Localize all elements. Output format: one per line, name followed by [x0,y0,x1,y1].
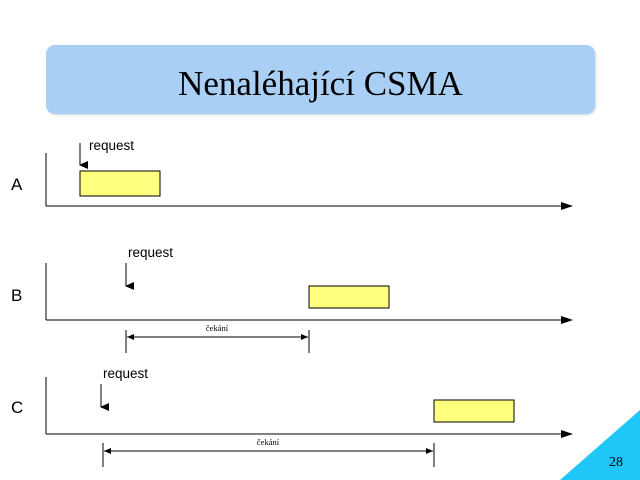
station-b-label: B [11,286,22,305]
page-number: 28 [609,455,623,470]
station-b-timeline: B request čekání [11,245,573,353]
station-c-label: C [11,398,23,417]
slide-title: Nenaléhající CSMA [178,63,463,103]
station-a-transmission-box [79,170,161,197]
station-c-transmission-box [433,399,515,423]
station-b-transmission-box [308,285,390,309]
station-c-timeline: C request čekání [11,366,573,467]
station-a-request-label: request [89,138,134,153]
station-b-wait-label: čekání [206,323,229,333]
station-b-request-label: request [128,245,173,260]
station-c-wait-label: čekání [257,437,280,447]
corner-triangle-decoration [560,410,640,480]
station-a-timeline: A request [11,138,573,210]
station-c-request-label: request [103,366,148,381]
slide-title-banner: Nenaléhající CSMA [46,45,595,114]
station-a-label: A [11,175,23,194]
